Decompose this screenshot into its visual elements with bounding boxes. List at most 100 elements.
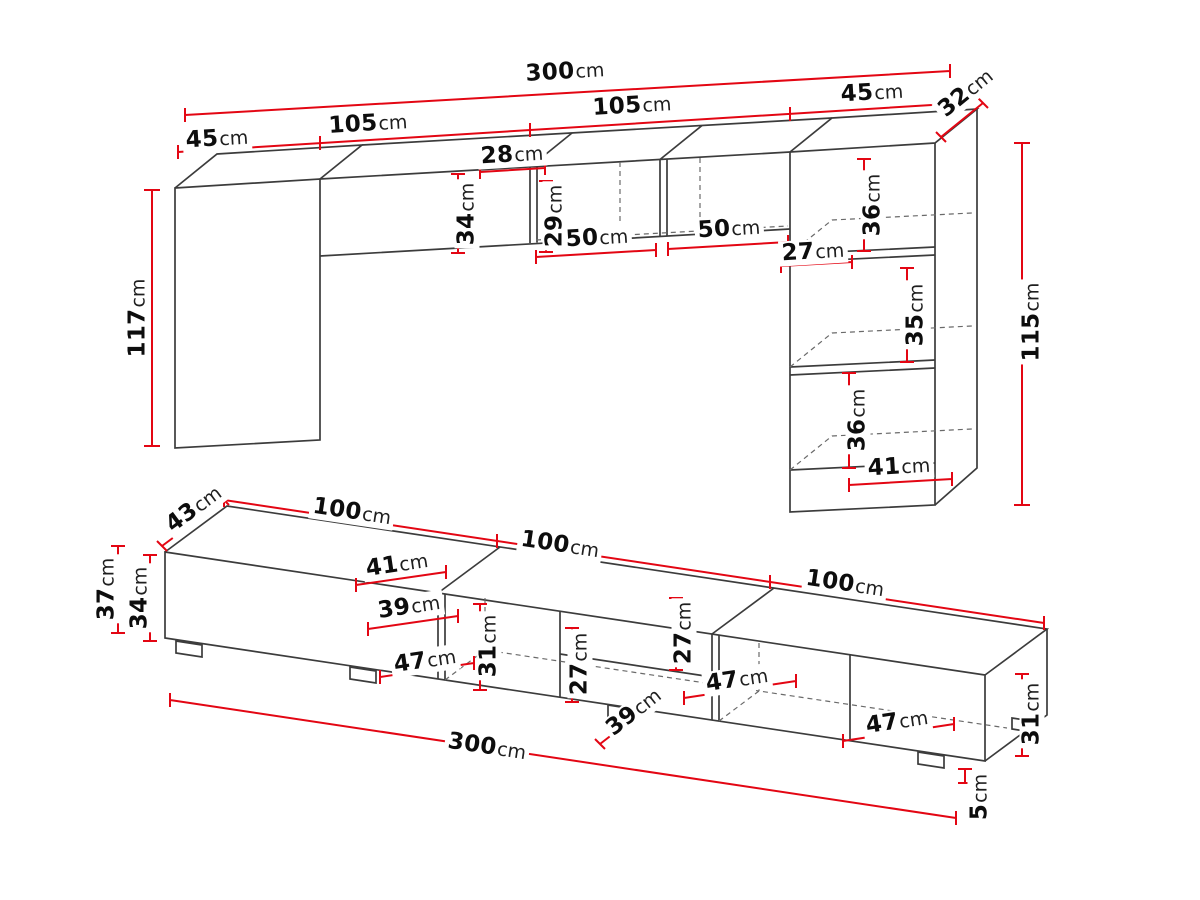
hidden-edge — [789, 428, 973, 471]
dim-value: 45 — [839, 79, 875, 108]
dim-line-32 — [935, 97, 989, 143]
dim-unit: cm — [905, 283, 928, 313]
dim-unit: cm — [900, 454, 931, 479]
dim-unit: cm — [409, 591, 442, 619]
dim-unit: cm — [129, 566, 152, 596]
dim-unit: cm — [397, 549, 430, 577]
right-cabinet-front — [789, 143, 936, 513]
dim-unit: cm — [814, 239, 845, 264]
dim-value: 27 — [566, 662, 593, 696]
dim-line-top-chain — [177, 97, 949, 159]
dim-upper-27: 27cm — [778, 237, 848, 267]
dim-unit: cm — [853, 575, 886, 602]
dim-value: 34 — [453, 212, 480, 246]
dim-value: 5 — [966, 803, 993, 821]
dim-upper-36-top: 36cm — [859, 170, 886, 240]
dim-unit: cm — [218, 126, 249, 151]
dim-value: 39 — [376, 593, 413, 624]
dim-value: 36 — [844, 418, 871, 452]
dim-unit: cm — [127, 278, 150, 308]
dim-value: 105 — [327, 109, 379, 139]
dim-line-300 — [169, 693, 957, 825]
dim-line-50-a — [535, 243, 657, 264]
stand-top-joint-2 — [711, 587, 775, 635]
dim-value: 115 — [1018, 312, 1045, 362]
dim-value: 47 — [864, 708, 901, 739]
dim-unit: cm — [847, 388, 870, 418]
dim-upper-36-bottom: 36cm — [844, 385, 871, 455]
dim-unit: cm — [568, 536, 601, 563]
bridge-divider-1 — [529, 166, 538, 243]
dim-upper-right-45: 45cm — [837, 78, 907, 108]
dim-line-39 — [367, 609, 459, 636]
dim-line-41 — [848, 472, 953, 492]
dim-value: 36 — [859, 203, 886, 237]
dim-unit: cm — [569, 632, 592, 662]
dim-upper-35: 35cm — [902, 280, 929, 350]
dim-upper-50-a: 50cm — [562, 223, 632, 253]
dim-upper-left-45: 45cm — [182, 124, 252, 154]
dim-lower-27-right: 27cm — [670, 598, 697, 668]
bridge-divider-2 — [659, 159, 668, 236]
dim-lower-foot-5: 5cm — [966, 770, 993, 824]
dim-lower-34: 34cm — [126, 563, 153, 633]
dim-value: 47 — [704, 666, 741, 697]
wall-unit-outline — [174, 107, 980, 513]
dim-unit: cm — [673, 601, 696, 631]
dim-value: 27 — [780, 238, 816, 267]
dim-value: 27 — [670, 631, 697, 665]
dim-upper-105-a: 105cm — [324, 108, 412, 140]
dim-value: 35 — [902, 313, 929, 347]
dim-unit: cm — [873, 80, 904, 105]
dim-value: 47 — [392, 647, 429, 678]
dim-unit: cm — [456, 182, 479, 212]
tv-stand-outline — [164, 505, 1050, 769]
dim-value: 37 — [93, 587, 120, 621]
dim-lower-31-middle: 31cm — [475, 611, 502, 681]
wall-unit-dimension-lines — [144, 64, 1030, 506]
dim-lower-37: 37cm — [93, 554, 120, 624]
dim-upper-50-b: 50cm — [694, 214, 764, 244]
dim-unit: cm — [862, 173, 885, 203]
dim-unit: cm — [641, 93, 673, 117]
dim-unit: cm — [478, 614, 501, 644]
dim-upper-115: 115cm — [1018, 279, 1045, 365]
left-cabinet-front — [174, 178, 321, 449]
dim-value: 117 — [124, 308, 151, 358]
dim-unit: cm — [377, 111, 409, 135]
dim-unit: cm — [360, 503, 393, 530]
dim-line-300 — [184, 64, 951, 122]
stand-top-joint-1 — [437, 546, 501, 594]
stand-right-side — [984, 629, 1048, 762]
dim-unit: cm — [574, 59, 606, 83]
dim-value: 41 — [364, 551, 401, 582]
dim-value: 50 — [564, 224, 600, 253]
dim-unit: cm — [730, 216, 761, 241]
dim-value: 34 — [126, 596, 153, 630]
dim-value: 31 — [475, 644, 502, 678]
dim-upper-41: 41cm — [864, 452, 934, 482]
bridge-top-joint-2 — [659, 124, 703, 161]
dim-unit: cm — [495, 738, 528, 765]
dim-unit: cm — [544, 184, 567, 214]
dim-upper-total-300: 300cm — [521, 56, 609, 88]
right-cabinet-side — [934, 109, 978, 506]
left-cabinet-top — [174, 143, 365, 189]
dim-value: 300 — [524, 57, 576, 87]
dim-value: 28 — [479, 141, 515, 170]
dim-unit: cm — [96, 557, 119, 587]
dim-value: 105 — [591, 91, 643, 121]
dim-value: 41 — [866, 453, 902, 482]
dim-unit: cm — [598, 225, 629, 250]
dim-unit: cm — [897, 706, 930, 734]
dim-upper-117: 117cm — [124, 275, 151, 361]
dim-unit: cm — [425, 645, 458, 673]
dim-unit: cm — [513, 142, 544, 167]
dim-unit: cm — [1021, 282, 1044, 312]
bridge-top-back-edge — [361, 117, 833, 146]
dim-unit: cm — [969, 773, 992, 803]
dim-lower-27-middle: 27cm — [566, 629, 593, 699]
dim-value: 50 — [696, 215, 732, 244]
